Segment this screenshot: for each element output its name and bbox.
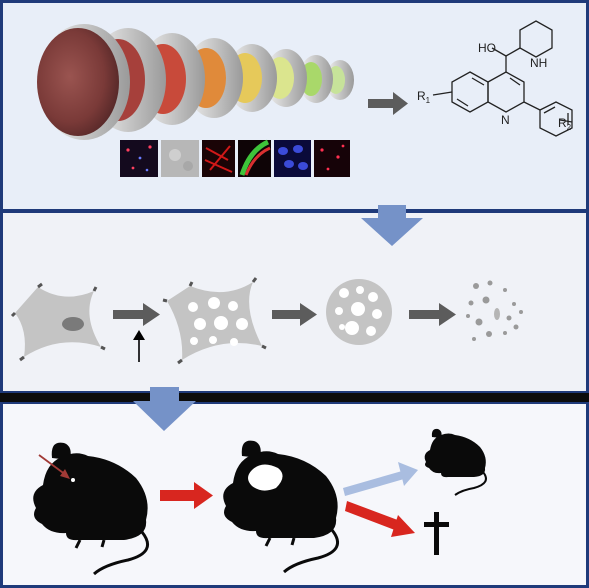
screening-arrow bbox=[368, 92, 408, 115]
thumbnail-5 bbox=[274, 140, 311, 177]
thumbnail-6 bbox=[314, 140, 350, 177]
thumbnail-2 bbox=[161, 140, 199, 177]
death-arrow bbox=[345, 501, 415, 537]
panel-arrow-1 bbox=[361, 205, 423, 246]
vacuolized-cell-icon bbox=[162, 277, 267, 365]
label-r2: R2 bbox=[558, 116, 572, 132]
quinoline-structure bbox=[432, 20, 573, 137]
label-n: N bbox=[501, 113, 510, 127]
process-arrow-1 bbox=[113, 303, 160, 326]
panel-cell-background bbox=[2, 212, 587, 392]
up-arrow-icon bbox=[133, 330, 145, 362]
label-nh: NH bbox=[530, 56, 547, 70]
thumbnail-3 bbox=[202, 140, 235, 177]
mouse-icon-2 bbox=[223, 440, 340, 574]
tumor-regression-mark bbox=[248, 464, 283, 491]
thumbnail-1 bbox=[120, 140, 158, 177]
process-arrow-2 bbox=[272, 303, 317, 326]
small-mouse-icon bbox=[424, 428, 487, 496]
lens-stack-icon bbox=[37, 24, 354, 140]
panel-screening: HO NH N R1 R2 bbox=[2, 2, 587, 210]
cell-debris-icon bbox=[466, 280, 523, 341]
process-arrow-3 bbox=[409, 303, 456, 326]
panel-separator bbox=[0, 393, 589, 402]
cross-icon bbox=[424, 512, 449, 555]
cell-icon bbox=[10, 282, 106, 362]
thumbnail-4 bbox=[238, 139, 271, 177]
injection-arrow bbox=[38, 454, 70, 479]
panel-arrow-2 bbox=[133, 387, 196, 431]
panel-cell bbox=[2, 212, 587, 392]
nucleus-icon bbox=[62, 317, 84, 331]
label-ho: HO bbox=[478, 41, 496, 55]
panel-mouse bbox=[2, 403, 587, 586]
rounded-cell-icon bbox=[326, 279, 392, 345]
molecule-labels: HO NH N R1 R2 bbox=[417, 41, 572, 132]
microscopy-thumbnails bbox=[120, 139, 350, 177]
lens-1 bbox=[37, 24, 130, 140]
treatment-arrow bbox=[160, 482, 213, 509]
survival-arrow bbox=[343, 462, 418, 496]
label-r1: R1 bbox=[417, 89, 431, 105]
